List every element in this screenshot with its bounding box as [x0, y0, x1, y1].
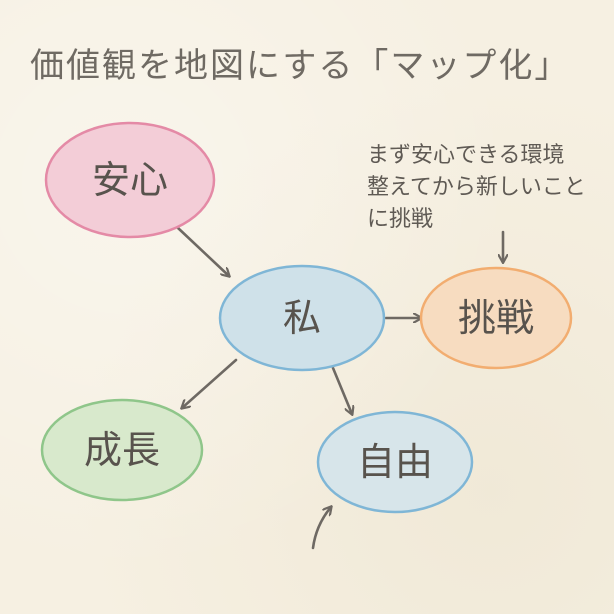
node-seichou: 成長 [40, 398, 204, 502]
node-chousen-label: 挑戦 [458, 296, 534, 340]
arrow-anshin-to-watashi [176, 226, 229, 276]
annotation-line-3: に挑戦 [367, 207, 434, 232]
node-watashi: 私 [218, 264, 386, 372]
node-watashi-label: 私 [283, 296, 321, 340]
node-chousen: 挑戦 [419, 266, 573, 370]
page-title: 価値観を地図にする「マップ化」 [30, 46, 571, 86]
annotation-line-2: 整えてから新しいこと [367, 175, 586, 200]
annotation-note: まず安心できる環境 整えてから新しいこと に挑戦 [367, 140, 607, 236]
node-seichou-label: 成長 [84, 428, 160, 472]
annotation-line-1: まず安心できる環境 [367, 143, 565, 168]
node-jiyuu-label: 自由 [357, 440, 433, 484]
node-jiyuu: 自由 [316, 410, 474, 514]
arrow-incoming-to-jiyuu [311, 507, 331, 550]
node-anshin: 安心 [44, 121, 216, 239]
arrow-watashi-to-seichou [182, 358, 238, 408]
node-anshin-label: 安心 [92, 158, 168, 202]
arrow-watashi-to-jiyuu [331, 366, 352, 414]
